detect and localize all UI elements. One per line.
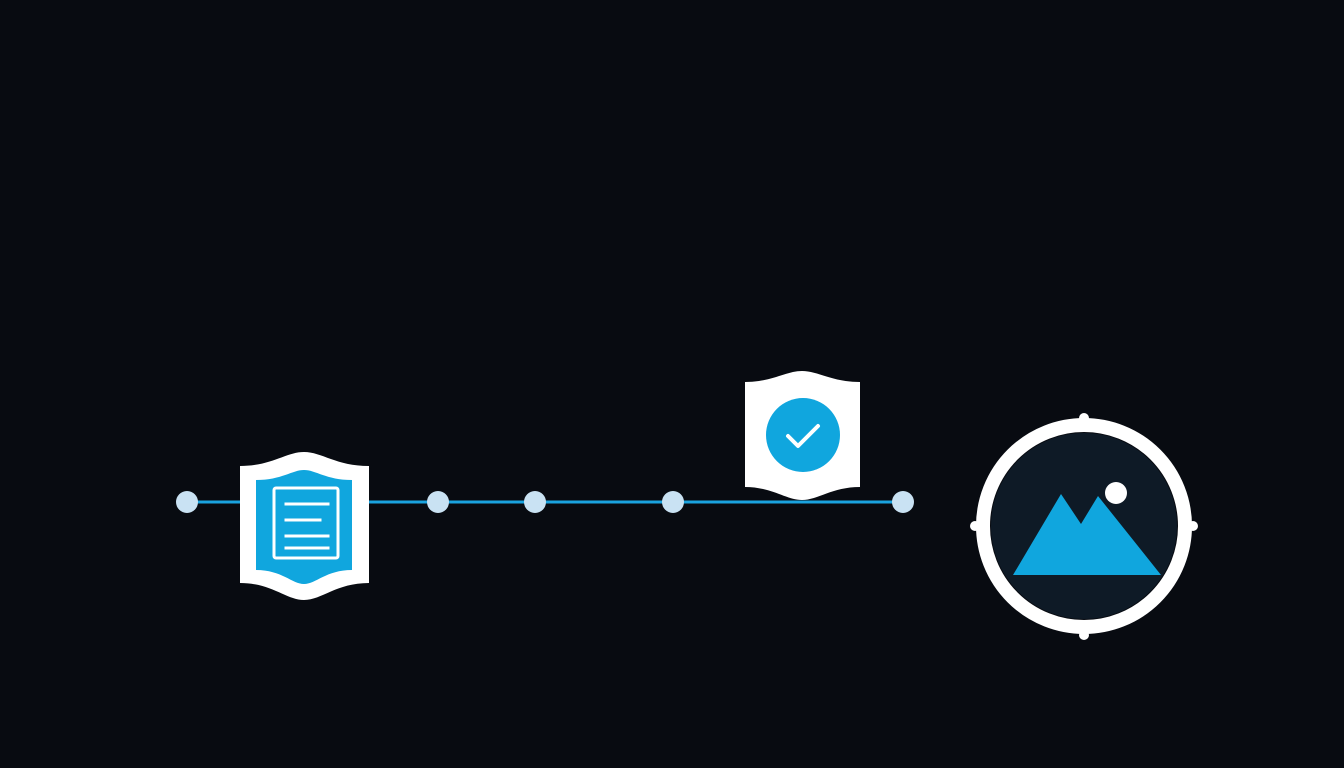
- document-card: [240, 452, 369, 600]
- ring-handle-top: [1079, 413, 1089, 423]
- document-icon: [272, 486, 340, 560]
- image-badge-ring: [976, 418, 1192, 634]
- ring-handle-left: [970, 521, 980, 531]
- timeline-node: [524, 491, 546, 513]
- check-circle-icon: [766, 398, 840, 472]
- timeline-node: [176, 491, 198, 513]
- verified-card: [745, 371, 860, 500]
- document-card-accent: [256, 470, 352, 584]
- image-mountain-icon: [1013, 482, 1161, 575]
- ring-handle-right: [1188, 521, 1198, 531]
- timeline-node: [427, 491, 449, 513]
- ring-handle-bottom: [1079, 630, 1089, 640]
- timeline-node: [892, 491, 914, 513]
- image-badge: [970, 413, 1198, 640]
- timeline-node: [662, 491, 684, 513]
